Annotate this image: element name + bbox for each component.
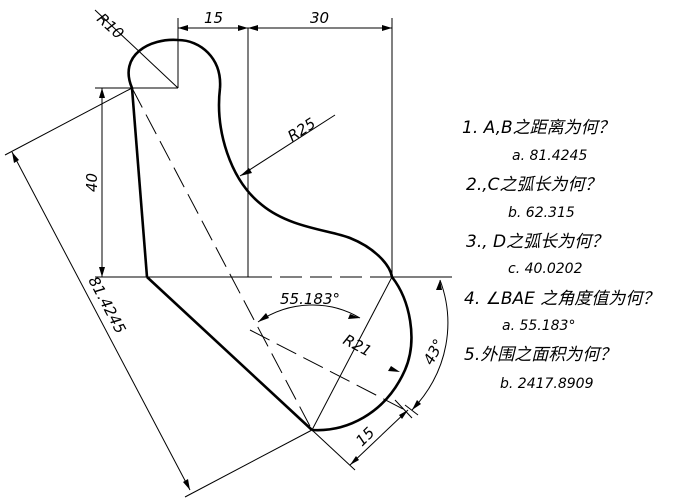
r25-leader: [239, 114, 336, 177]
ext-15b-left: [311, 429, 356, 471]
r21-arc: [311, 276, 413, 432]
question-2: 2.,C之弧长为何？: [466, 175, 602, 195]
label-81: 81.4245: [84, 273, 129, 336]
answer-1: a. 81.4245: [512, 148, 587, 164]
bottom-edge: [146, 276, 313, 431]
label-15-bottom: 15: [352, 424, 378, 450]
arrow: [382, 25, 392, 31]
answer-4: a. 55.183°: [502, 318, 575, 334]
dimension-labels: R10 15 30 R25 40 81.4245 55.183° R21 43°…: [83, 9, 448, 450]
arrow: [348, 314, 360, 319]
label-angle-43: 43°: [420, 336, 448, 368]
arrow: [436, 280, 442, 290]
angle-55-arc: [257, 304, 361, 323]
arrow: [238, 25, 248, 31]
arrow: [258, 313, 269, 322]
dim-line-15b: [349, 409, 409, 466]
label-30-top: 30: [310, 9, 329, 27]
question-3: 3., D之弧长为何？: [466, 232, 608, 252]
question-1: 1. A,B之距离为何？: [462, 118, 615, 138]
ext-81-bottom: [184, 429, 313, 498]
r25-arc: [217, 87, 394, 278]
arrow: [183, 479, 190, 490]
arrow: [12, 152, 19, 163]
ext-81-top: [4, 87, 133, 156]
r21-radius-b: [249, 329, 406, 411]
label-angle-55: 55.183°: [280, 290, 340, 308]
left-edge: [130, 87, 149, 278]
arrow: [99, 267, 105, 277]
answer-5: b. 2417.8909: [500, 376, 594, 392]
r10-arc: [127, 38, 222, 89]
question-list: 1. A,B之距离为何？ a. 81.4245 2.,C之弧长为何？ b. 62…: [462, 118, 659, 392]
diagonal-ab: [131, 87, 313, 431]
question-4: 4. ∠BAE 之角度值为何？: [464, 289, 659, 309]
label-r25: R25: [284, 114, 319, 145]
label-40: 40: [83, 173, 101, 192]
answer-2: b. 62.315: [508, 205, 575, 221]
dim-line-81: [11, 151, 191, 491]
label-r10: R10: [93, 10, 127, 43]
angle-43-arc: [411, 279, 449, 411]
ext-15b-right: [394, 399, 413, 419]
arrow: [399, 410, 408, 419]
outline: [127, 38, 413, 432]
question-5: 5.外围之面积为何？: [464, 345, 616, 365]
r21-radius-a: [311, 276, 393, 431]
dimension-lines: [4, 9, 460, 498]
arrow: [248, 25, 258, 31]
arrow: [350, 456, 359, 465]
ext-43-b: [404, 404, 419, 416]
label-r21: R21: [340, 331, 375, 361]
answer-3: c. 40.0202: [508, 261, 583, 277]
label-15-top: 15: [204, 9, 223, 27]
r10-leader: [94, 9, 179, 89]
arrow: [178, 25, 188, 31]
arrow: [99, 88, 105, 98]
arrow: [412, 400, 421, 410]
arrow: [388, 366, 400, 372]
arrow: [240, 168, 252, 176]
